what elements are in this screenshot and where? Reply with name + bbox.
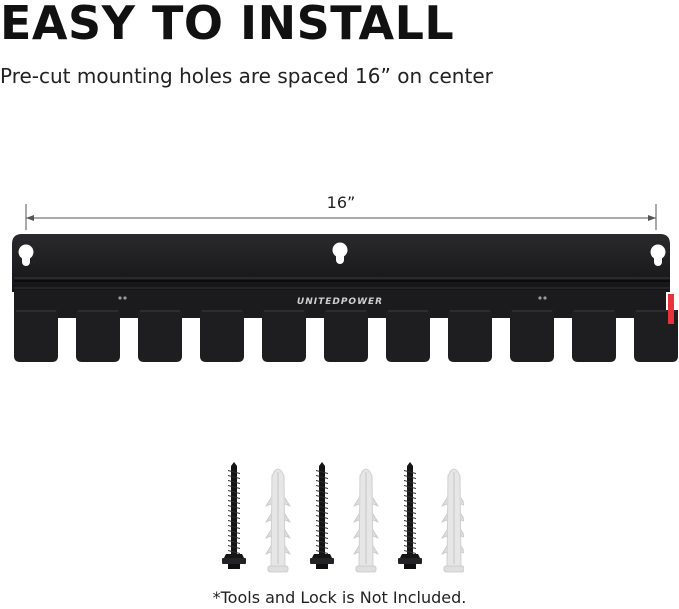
tool-rack-icon: UNITEDPOWER: [12, 234, 678, 362]
dimension-callout: 16”: [20, 190, 662, 230]
mounting-screw-icon: [398, 462, 422, 569]
fasteners-group: [222, 462, 467, 573]
mounting-screw-icon: [222, 462, 246, 569]
dimension-label: 16”: [326, 193, 356, 212]
tool-rack-image: UNITEDPOWER: [10, 232, 679, 382]
footnote: *Tools and Lock is Not Included.: [212, 588, 467, 607]
tool-slots: [14, 310, 678, 362]
brand-mark: UNITEDPOWER: [297, 297, 383, 307]
wall-anchor-icon: [441, 468, 467, 573]
mounting-screw-icon: [310, 462, 334, 569]
headline: EASY TO INSTALL: [0, 0, 455, 50]
subheadline: Pre-cut mounting holes are spaced 16” on…: [0, 64, 493, 88]
dimension-line-icon: [25, 204, 657, 230]
wall-anchor-icon: [265, 468, 291, 573]
wall-anchor-icon: [353, 468, 379, 573]
hardware-kit: [218, 462, 467, 580]
